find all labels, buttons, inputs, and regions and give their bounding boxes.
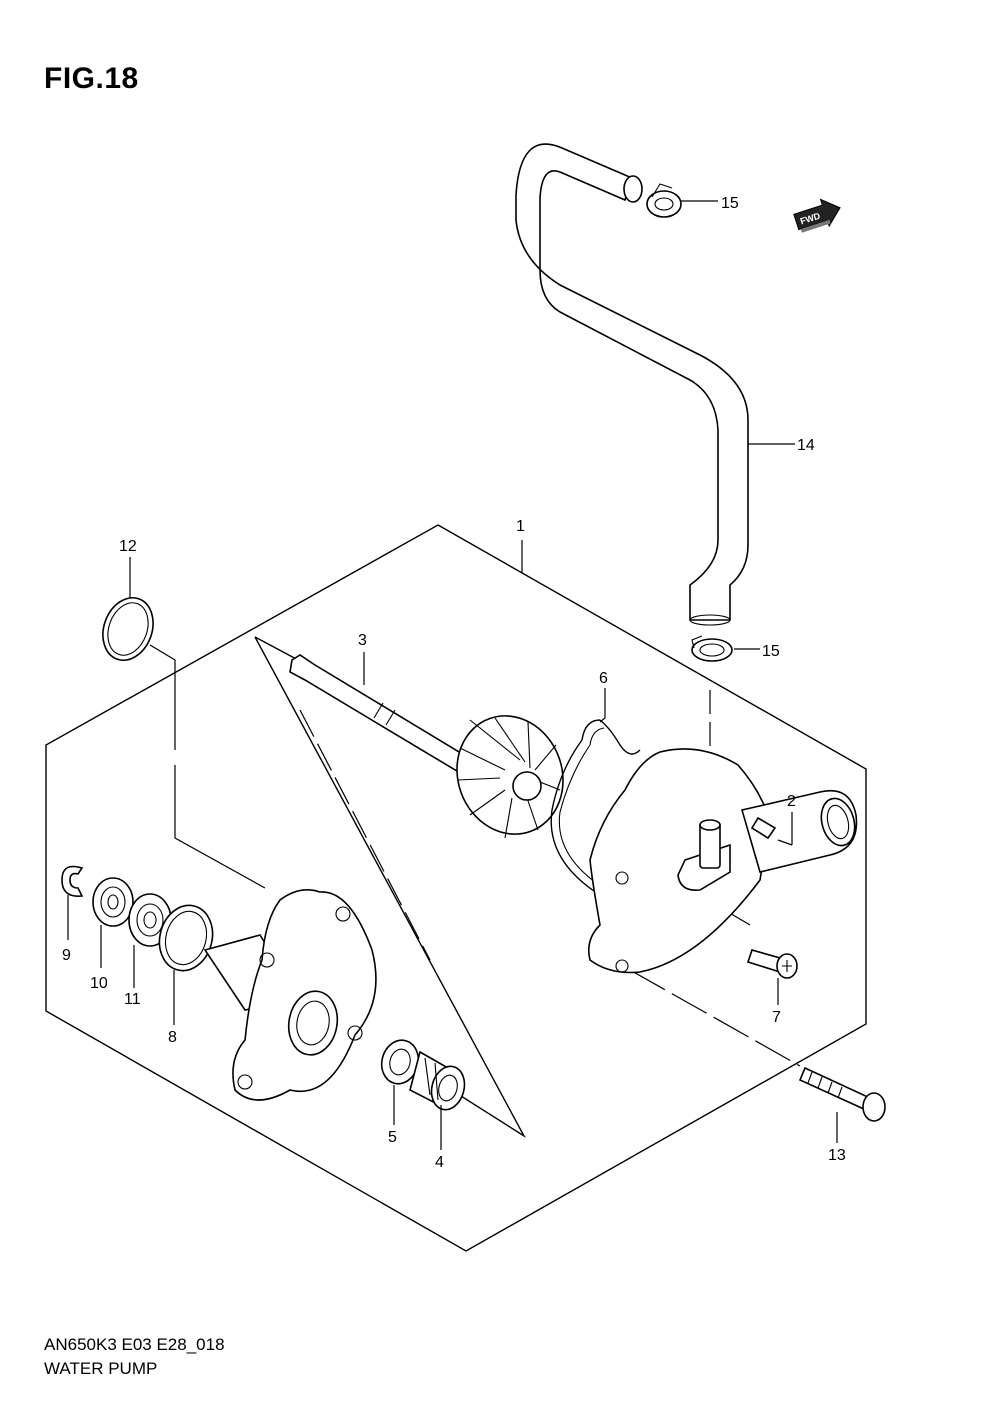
part-label-15-upper: 15	[721, 195, 739, 212]
pump-cover-part	[587, 748, 858, 974]
part-label-13: 13	[828, 1147, 846, 1164]
cover-gasket-part	[550, 719, 641, 896]
part-label-8: 8	[168, 1029, 177, 1046]
cover-screw-part	[746, 949, 798, 979]
figure-title: FIG.18	[44, 62, 139, 95]
diagram-caption: WATER PUMP	[44, 1359, 158, 1378]
pump-body-casing	[203, 889, 377, 1101]
hose-clamp-lower-part	[691, 635, 733, 662]
part-label-11: 11	[124, 991, 141, 1008]
flange-bolt-part	[798, 1066, 886, 1122]
hose-clamp-upper-part	[646, 183, 682, 218]
o-ring-large-part	[102, 597, 154, 661]
o-ring-part	[158, 904, 214, 972]
fwd-arrow-icon: FWD	[793, 198, 841, 233]
part-label-5: 5	[388, 1129, 397, 1146]
shaft-impeller-part	[289, 654, 564, 839]
footer: AN650K3 E03 E28_018 WATER PUMP	[44, 1333, 225, 1381]
e-ring-part	[61, 865, 84, 897]
part-label-14: 14	[797, 437, 815, 454]
bearing-10-part	[92, 877, 134, 927]
part-label-2: 2	[787, 793, 796, 810]
model-code: AN650K3 E03 E28_018	[44, 1335, 225, 1354]
part-label-4: 4	[435, 1154, 444, 1171]
part-label-10: 10	[90, 975, 108, 992]
part-label-7: 7	[772, 1009, 781, 1026]
part-label-15-lower: 15	[762, 643, 780, 660]
water-hose-part	[515, 143, 749, 626]
part-label-9: 9	[62, 947, 71, 964]
assembly-outline	[45, 524, 867, 1252]
mechanical-seal-part	[409, 1050, 466, 1111]
leader-lines	[67, 200, 838, 1150]
part-label-1: 1	[516, 518, 525, 535]
part-label-3: 3	[358, 632, 367, 649]
part-label-12: 12	[119, 538, 137, 555]
part-label-6: 6	[599, 670, 608, 687]
